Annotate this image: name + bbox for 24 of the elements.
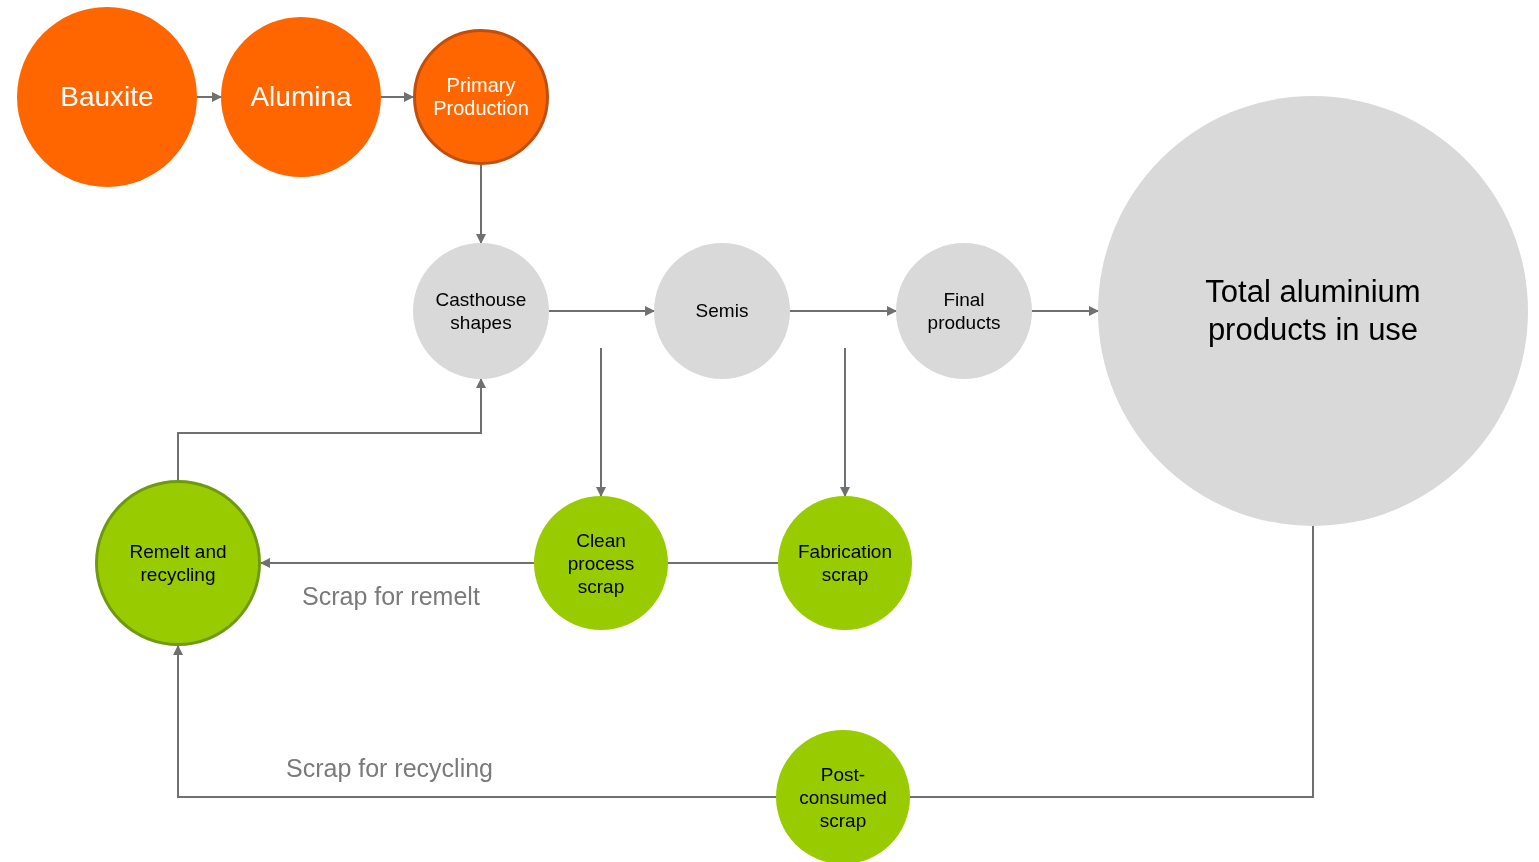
- arrow: [196, 92, 222, 102]
- node-label: Primary Production: [432, 74, 530, 120]
- node-label: Fabrication scrap: [797, 540, 893, 586]
- arrow: [596, 347, 606, 497]
- arrow: [380, 92, 414, 102]
- arrow: [1031, 306, 1099, 316]
- node-label: Bauxite: [59, 80, 155, 114]
- node-label: Total aluminium products in use: [1204, 273, 1422, 349]
- connector-line: [909, 525, 1314, 798]
- node-label: Clean process scrap: [566, 528, 636, 598]
- node-label: Final products: [926, 288, 1002, 334]
- node-label: Semis: [694, 298, 750, 323]
- arrow: [177, 378, 486, 481]
- arrow: [173, 645, 777, 798]
- arrow: [789, 306, 897, 316]
- arrow: [260, 558, 535, 568]
- node-label: Post- consumed scrap: [798, 762, 888, 832]
- node-label: Casthouse shapes: [434, 288, 528, 334]
- node-label: Alumina: [249, 80, 353, 114]
- node-label: Remelt and recycling: [128, 540, 228, 586]
- arrow: [548, 306, 655, 316]
- arrow: [840, 347, 850, 497]
- arrow: [476, 164, 486, 244]
- connector-line: [667, 562, 779, 564]
